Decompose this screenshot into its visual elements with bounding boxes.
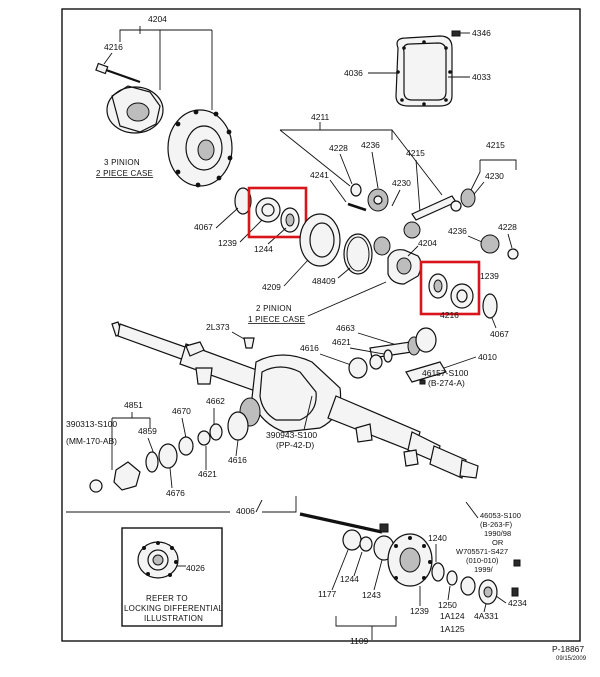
highlight-box-left-bearings [247, 186, 308, 239]
label-4228-upper: 4228 [329, 143, 348, 153]
label-4215-mid: 4215 [406, 148, 425, 158]
label-4230-mid: 4230 [392, 178, 411, 188]
caption-2-piece-case-visible: 2 PIECE CASE [96, 169, 153, 178]
label-46053-years: 1990/98 [484, 529, 511, 538]
axle-shaft-assembly [299, 512, 519, 605]
label-w705571-code: (010-010) [466, 556, 499, 565]
label-4241: 4241 [310, 170, 329, 180]
caption-locking-differential: LOCKING DIFFERENTIAL [124, 604, 223, 613]
label-4859: 4859 [138, 426, 157, 436]
label-4663: 4663 [336, 323, 355, 333]
label-46053-or: OR [492, 538, 504, 547]
label-4236-upper: 4236 [361, 140, 380, 150]
label-w705571-years: 1999/ [474, 565, 494, 574]
label-390943-code: (PP-42-D) [276, 440, 314, 450]
label-4215-right: 4215 [486, 140, 505, 150]
label-4621-left: 4621 [198, 469, 217, 479]
label-390313-code: (MM-170-AB) [66, 436, 117, 446]
label-48409: 48409 [312, 276, 336, 286]
label-4236-right: 4236 [448, 226, 467, 236]
label-4033: 4033 [472, 72, 491, 82]
label-4851: 4851 [124, 400, 143, 410]
label-4006: 4006 [236, 506, 255, 516]
label-4662: 4662 [206, 396, 225, 406]
caption-3-pinion: 3 PINION [104, 158, 140, 167]
left-bearing-set [234, 187, 300, 233]
label-46157: 46157-S100 [422, 368, 469, 378]
label-4216-top: 4216 [104, 42, 123, 52]
label-2l373: 2L373 [206, 322, 230, 332]
label-1a124: 1A124 [440, 611, 465, 621]
label-46053-code: (B-263-F) [480, 520, 513, 529]
diagram-border [61, 8, 581, 642]
caption-refer-to: REFER TO [146, 594, 188, 603]
label-1239-bottom: 1239 [410, 606, 429, 616]
label-4621-mid: 4621 [332, 337, 351, 347]
label-1239-left: 1239 [218, 238, 237, 248]
locking-differential-case [137, 541, 179, 579]
label-390313: 390313-S100 [66, 419, 117, 429]
highlight-box-right-bearings [419, 260, 481, 316]
label-4670: 4670 [172, 406, 191, 416]
label-1109: 1109 [350, 636, 369, 646]
label-4616-mid: 4616 [300, 343, 319, 353]
label-4230-right: 4230 [485, 171, 504, 181]
label-1243: 1243 [362, 590, 381, 600]
label-4204-top: 4204 [148, 14, 167, 24]
right-bearing-set [428, 273, 498, 319]
label-4216-right: 4216 [440, 310, 459, 320]
cover-and-gasket [395, 30, 461, 107]
label-4a331: 4A331 [474, 611, 499, 621]
reference-date: 09/15/2009 [556, 656, 587, 662]
pinion-gear-set [347, 183, 476, 239]
label-1250: 1250 [438, 600, 457, 610]
label-46157-code: (B-274-A) [428, 378, 465, 388]
label-1239-right: 1239 [480, 271, 499, 281]
locking-differential-inset [121, 527, 223, 627]
two-pinion-case [387, 249, 422, 285]
label-4026: 4026 [186, 563, 205, 573]
caption-1-piece-case: 1 PIECE CASE [248, 315, 305, 324]
label-4067-left: 4067 [194, 222, 213, 232]
label-4346: 4346 [472, 28, 491, 38]
label-4616-left: 4616 [228, 455, 247, 465]
label-1244-left: 1244 [254, 244, 273, 254]
label-46053: 46053-S100 [480, 511, 521, 520]
label-390943: 390943-S100 [266, 430, 317, 440]
axle-housing [111, 321, 479, 479]
label-4204-mid: 4204 [418, 238, 437, 248]
label-4234: 4234 [508, 598, 527, 608]
label-4209: 4209 [262, 282, 281, 292]
three-pinion-differential [95, 62, 233, 188]
label-1244-bottom: 1244 [340, 574, 359, 584]
label-4211: 4211 [311, 112, 330, 122]
label-4010: 4010 [478, 352, 497, 362]
label-4228-right: 4228 [498, 222, 517, 232]
label-1240: 1240 [428, 533, 447, 543]
label-4676: 4676 [166, 488, 185, 498]
ring-gear [299, 213, 391, 275]
label-1177: 1177 [318, 589, 337, 599]
label-w705571: W705571-S427 [456, 547, 508, 556]
label-4067-right: 4067 [490, 329, 509, 339]
label-1a125: 1A125 [440, 624, 465, 634]
yoke-and-seals [89, 411, 249, 493]
caption-2-pinion: 2 PINION [256, 304, 292, 313]
drive-pinion [369, 327, 437, 359]
reference-number: P-18867 [552, 644, 584, 654]
label-4036: 4036 [344, 68, 363, 78]
caption-illustration: ILLUSTRATION [144, 614, 203, 623]
